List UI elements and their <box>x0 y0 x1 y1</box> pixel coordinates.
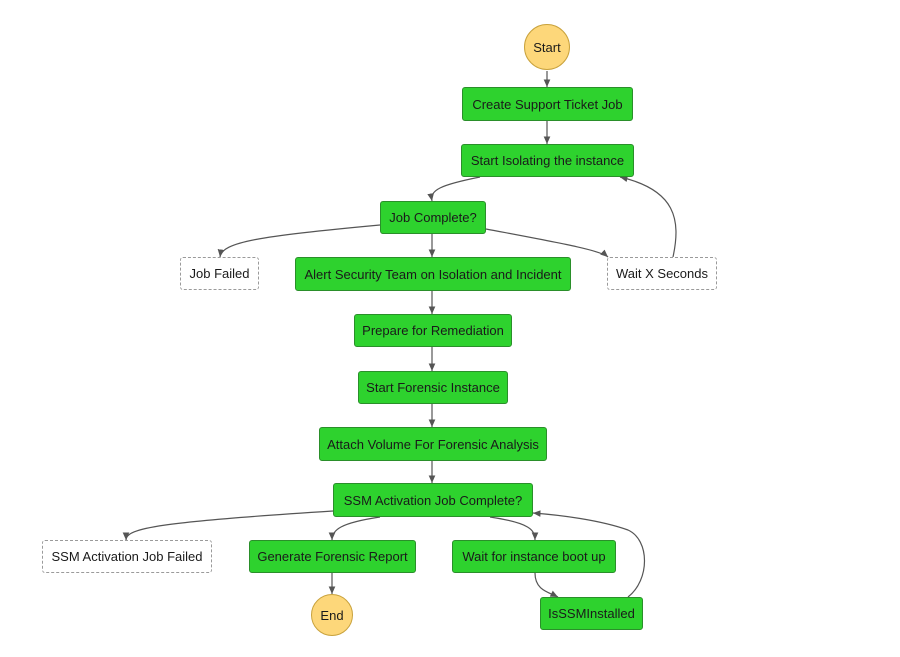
job-complete-node[interactable]: Job Complete? <box>380 201 486 234</box>
edge-ssm-complete-to-wait-boot <box>489 516 539 541</box>
edge-ssm-complete-to-generate-report <box>328 516 381 541</box>
wait-x-seconds-node[interactable]: Wait X Seconds <box>607 257 717 290</box>
attach-volume-node[interactable]: Attach Volume For Forensic Analysis <box>319 427 547 461</box>
edge-wait-x-to-start-isolating <box>619 175 677 258</box>
is-ssm-installed-node[interactable]: IsSSMInstalled <box>540 597 643 630</box>
create-support-ticket-job-node[interactable]: Create Support Ticket Job <box>462 87 633 121</box>
alert-security-team-node[interactable]: Alert Security Team on Isolation and Inc… <box>295 257 571 291</box>
start-forensic-instance-node[interactable]: Start Forensic Instance <box>358 371 508 404</box>
edge-job-complete-to-wait-x <box>485 228 609 258</box>
edge-wait-boot-to-is-ssm-installed <box>534 572 559 598</box>
start-node[interactable]: Start <box>524 24 570 70</box>
edge-ssm-complete-to-ssm-failed <box>122 510 334 541</box>
start-isolating-instance-node[interactable]: Start Isolating the instance <box>461 144 634 177</box>
edge-is-ssm-installed-to-ssm-complete <box>532 510 646 598</box>
prepare-for-remediation-node[interactable]: Prepare for Remediation <box>354 314 512 347</box>
edge-start-isolating-to-job-complete <box>427 176 481 202</box>
wait-for-instance-boot-node[interactable]: Wait for instance boot up <box>452 540 616 573</box>
ssm-activation-job-complete-node[interactable]: SSM Activation Job Complete? <box>333 483 533 517</box>
end-node[interactable]: End <box>311 594 353 636</box>
edge-job-complete-to-job-failed <box>217 224 381 258</box>
ssm-activation-job-failed-node[interactable]: SSM Activation Job Failed <box>42 540 212 573</box>
generate-forensic-report-node[interactable]: Generate Forensic Report <box>249 540 416 573</box>
job-failed-node[interactable]: Job Failed <box>180 257 259 290</box>
